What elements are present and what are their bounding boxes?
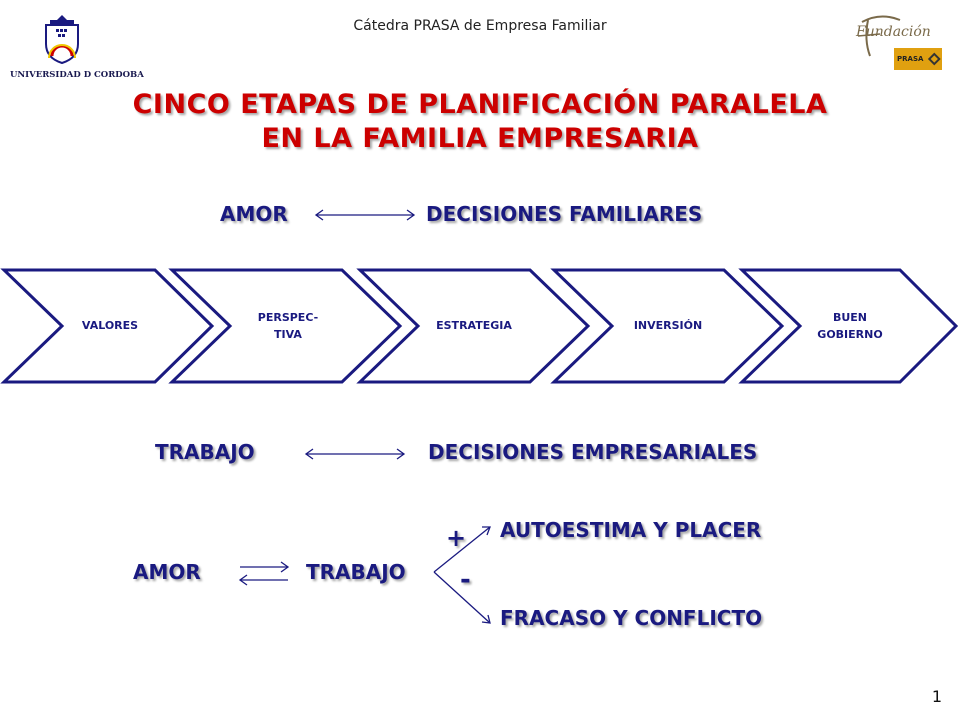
amor-label-top: AMOR (220, 202, 288, 226)
university-shield-icon (45, 15, 79, 65)
fracaso-conflicto-label: FRACASO Y CONFLICTO (500, 606, 763, 630)
branch-arrows-icon (433, 526, 491, 624)
bidirectional-arrows-icon (238, 561, 290, 586)
stage-label-inversion: INVERSIÓN (633, 319, 703, 332)
double-arrow-icon (314, 209, 416, 221)
trabajo-label-bottom: TRABAJO (306, 560, 406, 584)
positive-sign: + (446, 524, 467, 552)
double-arrow-icon (304, 448, 406, 460)
fundacion-prasa-logo: Fundación PRASA (848, 10, 948, 80)
prasa-emblem-icon (928, 52, 942, 66)
stage-label-perspectiva: PERSPEC- TIVA (257, 311, 319, 341)
fundacion-swirl-icon (857, 15, 901, 57)
negative-sign: - (460, 565, 471, 595)
stage-label-valores: VALORES (81, 319, 139, 332)
page-number: 1 (931, 687, 942, 706)
stage-label-buen-gobierno: BUEN GOBIERNO (817, 311, 883, 341)
chevron-perspectiva (168, 268, 403, 384)
slide-title-line-1: CINCO ETAPAS DE PLANIFICACIÓN PARALELA (132, 89, 828, 120)
stage-label-estrategia: ESTRATEGIA (436, 319, 512, 332)
chevron-buen-gobierno (738, 268, 959, 384)
trabajo-label-top: TRABAJO (155, 440, 255, 464)
amor-label-bottom: AMOR (133, 560, 201, 584)
decisiones-empresariales-label: DECISIONES EMPRESARIALES (428, 440, 758, 464)
chevron-valores (0, 268, 215, 384)
decisiones-familiares-label: DECISIONES FAMILIARES (426, 202, 703, 226)
university-caption: UNIVERSIDAD D CORDOBA (10, 70, 144, 80)
stage-chevrons (0, 268, 959, 384)
prasa-badge: PRASA (894, 48, 942, 70)
slide-title-line-2: EN LA FAMILIA EMPRESARIA (261, 123, 699, 154)
chevron-inversion (550, 268, 785, 384)
autoestima-placer-label: AUTOESTIMA Y PLACER (500, 518, 762, 542)
fundacion-script-label: Fundación (856, 24, 931, 40)
university-logo: UNIVERSIDAD D CORDOBA (10, 14, 144, 80)
slide-header: Cátedra PRASA de Empresa Familiar (353, 18, 607, 34)
chevron-estrategia (356, 268, 591, 384)
prasa-badge-label: PRASA (897, 55, 924, 63)
